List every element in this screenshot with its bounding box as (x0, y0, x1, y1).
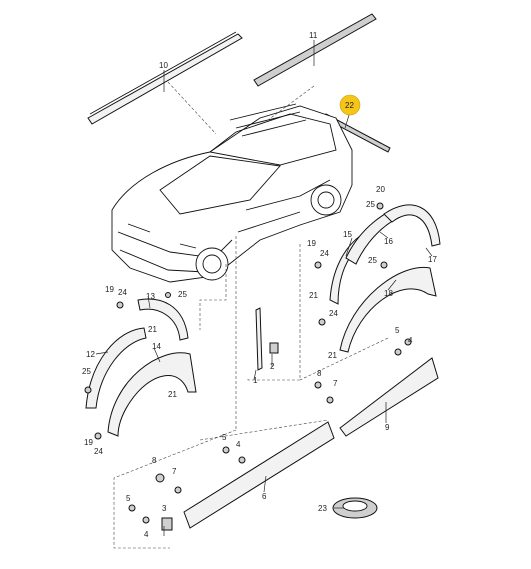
callout-17: 17 (428, 255, 437, 264)
callout-19-c: 19 (84, 438, 93, 447)
part-23-tape-roll[interactable] (332, 497, 378, 519)
part-6-rocker-panel[interactable] (183, 421, 335, 529)
callout-19-a: 19 (307, 239, 316, 248)
reference-lines (113, 81, 389, 549)
part-17-rear-arch[interactable] (383, 204, 441, 247)
highlight-marker-22[interactable] (339, 94, 361, 116)
callout-24-b: 24 (329, 309, 338, 318)
part-13-front-flare[interactable] (137, 298, 189, 341)
callout-18: 18 (384, 289, 393, 298)
callout-4-b: 4 (236, 440, 241, 449)
callout-20: 20 (376, 185, 385, 194)
callout-25-a: 25 (366, 200, 375, 209)
part-9-door-trim[interactable] (339, 357, 439, 437)
part-10-roof-rail[interactable] (87, 31, 243, 125)
callout-24-a: 24 (320, 249, 329, 258)
callout-21-d: 21 (168, 390, 177, 399)
callout-8-a: 8 (317, 369, 322, 378)
callout-24-c: 24 (118, 288, 127, 297)
callout-7-a: 7 (333, 379, 338, 388)
callout-5-c: 5 (126, 494, 131, 503)
callout-5-b: 5 (222, 433, 227, 442)
part-2-clip[interactable] (269, 342, 279, 354)
callout-9: 9 (385, 423, 390, 432)
callout-labels: 10 11 22 20 25 15 16 17 19 24 25 18 21 2… (82, 31, 437, 539)
callout-4-c: 4 (144, 530, 149, 539)
callout-15: 15 (343, 230, 352, 239)
callout-19-b: 19 (105, 285, 114, 294)
callout-21-c: 21 (148, 325, 157, 334)
callout-3: 3 (162, 504, 167, 513)
hardware-fasteners (84, 202, 412, 531)
callout-21-b: 21 (328, 351, 337, 360)
vehicle-illustration (111, 103, 353, 283)
callout-14: 14 (152, 342, 161, 351)
callout-25-d: 25 (82, 367, 91, 376)
callout-13: 13 (146, 292, 155, 301)
callout-4-a: 4 (408, 336, 413, 345)
leader-lines (95, 40, 433, 536)
callout-23: 23 (318, 504, 327, 513)
callout-5-a: 5 (395, 326, 400, 335)
callout-16: 16 (384, 237, 393, 246)
callout-1: 1 (253, 376, 258, 385)
part-14-front-arch[interactable] (107, 352, 197, 437)
callout-25-b: 25 (368, 256, 377, 265)
part-1-trim-strip[interactable] (255, 307, 263, 371)
callout-10: 10 (159, 61, 168, 70)
callout-22: 22 (345, 101, 354, 110)
callout-21-a: 21 (309, 291, 318, 300)
callout-12: 12 (86, 350, 95, 359)
callout-11: 11 (309, 31, 318, 40)
callout-25-c: 25 (178, 290, 187, 299)
callout-2: 2 (270, 362, 275, 371)
callout-7-b: 7 (172, 467, 177, 476)
part-12-front-flare[interactable] (85, 327, 147, 409)
part-18-rear-arch[interactable] (339, 266, 437, 353)
callout-24-d: 24 (94, 447, 103, 456)
callout-6: 6 (262, 492, 267, 501)
part-11-roof-rail[interactable] (253, 13, 377, 87)
callout-8-b: 8 (152, 456, 157, 465)
